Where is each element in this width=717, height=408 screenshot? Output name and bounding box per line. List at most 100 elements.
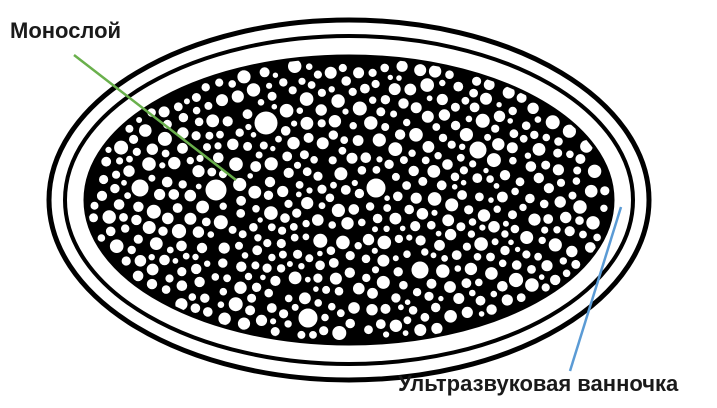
particle bbox=[318, 202, 326, 210]
particle bbox=[134, 254, 147, 267]
particle bbox=[459, 166, 468, 175]
particle bbox=[473, 252, 482, 261]
particle bbox=[177, 142, 189, 154]
particle bbox=[316, 137, 329, 150]
particle bbox=[171, 224, 186, 239]
particle bbox=[444, 228, 456, 240]
particle bbox=[431, 302, 441, 312]
particle bbox=[336, 309, 345, 318]
particle bbox=[525, 161, 537, 173]
particle bbox=[538, 274, 545, 281]
particle bbox=[509, 129, 519, 139]
particle bbox=[331, 203, 345, 217]
particle bbox=[328, 86, 335, 93]
particle bbox=[538, 236, 546, 244]
particle bbox=[257, 217, 263, 223]
particle bbox=[360, 83, 371, 94]
particle bbox=[132, 270, 144, 282]
particle bbox=[511, 260, 522, 271]
particle bbox=[264, 157, 278, 171]
particle bbox=[284, 320, 292, 328]
particle bbox=[264, 206, 279, 221]
particle bbox=[459, 128, 473, 142]
particle bbox=[519, 203, 527, 211]
particle bbox=[286, 261, 293, 268]
particle bbox=[434, 239, 446, 251]
particle bbox=[486, 252, 496, 262]
particle bbox=[367, 287, 379, 299]
particle bbox=[341, 217, 354, 230]
particle bbox=[227, 138, 239, 150]
particle bbox=[276, 264, 285, 273]
particle bbox=[353, 67, 365, 79]
particle bbox=[392, 255, 399, 262]
particle bbox=[345, 251, 355, 261]
particle bbox=[404, 83, 417, 96]
particle bbox=[194, 276, 205, 287]
particle bbox=[196, 200, 210, 214]
particle bbox=[192, 253, 199, 260]
particle bbox=[217, 301, 225, 309]
particle bbox=[201, 217, 211, 227]
particle bbox=[388, 142, 403, 157]
particle bbox=[600, 204, 608, 212]
particle bbox=[247, 173, 254, 180]
particle bbox=[177, 127, 189, 139]
particle bbox=[368, 68, 377, 77]
particle bbox=[380, 63, 390, 73]
particle bbox=[161, 176, 173, 188]
particle bbox=[192, 106, 201, 115]
particle bbox=[469, 141, 487, 159]
particle bbox=[270, 327, 280, 337]
particle bbox=[172, 258, 179, 265]
particle bbox=[383, 331, 390, 338]
particle bbox=[390, 110, 398, 118]
particle bbox=[508, 106, 517, 115]
particle bbox=[344, 267, 355, 278]
particle bbox=[520, 231, 534, 245]
particle bbox=[586, 216, 600, 230]
particle bbox=[295, 191, 302, 198]
particle bbox=[408, 165, 419, 176]
particle bbox=[218, 312, 231, 325]
particle bbox=[136, 117, 143, 124]
particle bbox=[472, 76, 482, 86]
particle bbox=[266, 82, 273, 89]
particle bbox=[279, 103, 294, 118]
particle bbox=[255, 314, 267, 326]
particle bbox=[424, 291, 434, 301]
particle bbox=[334, 167, 348, 181]
particle bbox=[506, 142, 518, 154]
particle bbox=[142, 221, 156, 235]
particle bbox=[462, 242, 471, 251]
particle bbox=[398, 304, 405, 311]
particle bbox=[477, 209, 490, 222]
particle bbox=[509, 156, 518, 165]
particle bbox=[420, 78, 435, 93]
particle bbox=[550, 274, 561, 285]
particle bbox=[532, 143, 546, 157]
particle bbox=[288, 271, 302, 285]
particle bbox=[305, 63, 313, 71]
particle bbox=[110, 183, 120, 193]
particle bbox=[338, 146, 347, 155]
particle bbox=[178, 180, 187, 189]
particle bbox=[389, 212, 402, 225]
particle bbox=[453, 293, 465, 305]
particle bbox=[541, 260, 553, 272]
particle bbox=[511, 187, 520, 196]
particle bbox=[346, 152, 358, 164]
particle bbox=[300, 116, 314, 130]
particle bbox=[396, 75, 403, 82]
particle bbox=[450, 102, 460, 112]
particle bbox=[124, 192, 132, 200]
particle bbox=[131, 214, 142, 225]
particle bbox=[315, 104, 327, 116]
particle bbox=[216, 130, 225, 139]
particle bbox=[421, 110, 434, 123]
particle bbox=[254, 111, 278, 135]
particle bbox=[479, 224, 486, 231]
particle bbox=[543, 183, 554, 194]
particle bbox=[408, 149, 416, 157]
particle bbox=[123, 165, 135, 177]
